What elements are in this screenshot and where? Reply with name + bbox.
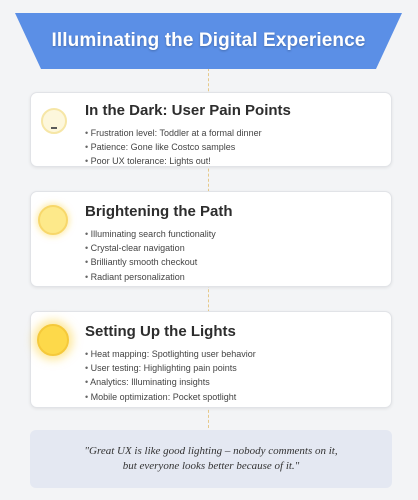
quote-line-1: "Great UX is like good lighting – nobody… [84, 445, 338, 457]
bright-bulb-icon [37, 324, 69, 356]
list-item: Heat mapping: Spotlighting user behavior [85, 347, 256, 361]
list-item: Analytics: Illuminating insights [85, 375, 256, 389]
section-list: Illuminating search functionality Crysta… [85, 227, 216, 284]
list-item: Poor UX tolerance: Lights out! [85, 154, 262, 168]
title-banner: Illuminating the Digital Experience [15, 13, 402, 69]
list-item: Radiant personalization [85, 270, 216, 284]
section-title: Setting Up the Lights [85, 323, 236, 340]
glowing-bulb-icon [38, 205, 68, 235]
section-card-pain-points: In the Dark: User Pain Points Frustratio… [30, 92, 392, 167]
page-title: Illuminating the Digital Experience [51, 30, 366, 51]
quote-line-2: but everyone looks better because of it.… [122, 460, 300, 472]
list-item: Frustration level: Toddler at a formal d… [85, 126, 262, 140]
section-list: Frustration level: Toddler at a formal d… [85, 126, 262, 169]
banner-shape [15, 13, 402, 69]
list-item: Brilliantly smooth checkout [85, 255, 216, 269]
section-title: Brightening the Path [85, 203, 233, 220]
section-title: In the Dark: User Pain Points [85, 102, 291, 119]
quote-box: "Great UX is like good lighting – nobody… [30, 430, 392, 488]
section-list: Heat mapping: Spotlighting user behavior… [85, 347, 256, 404]
section-card-lights: Setting Up the Lights Heat mapping: Spot… [30, 311, 392, 408]
list-item: Crystal-clear navigation [85, 241, 216, 255]
list-item: Mobile optimization: Pocket spotlight [85, 390, 256, 404]
dim-bulb-icon [41, 108, 67, 134]
list-item: User testing: Highlighting pain points [85, 361, 256, 375]
list-item: Illuminating search functionality [85, 227, 216, 241]
section-card-brightening: Brightening the Path Illuminating search… [30, 191, 392, 287]
list-item: Patience: Gone like Costco samples [85, 140, 262, 154]
